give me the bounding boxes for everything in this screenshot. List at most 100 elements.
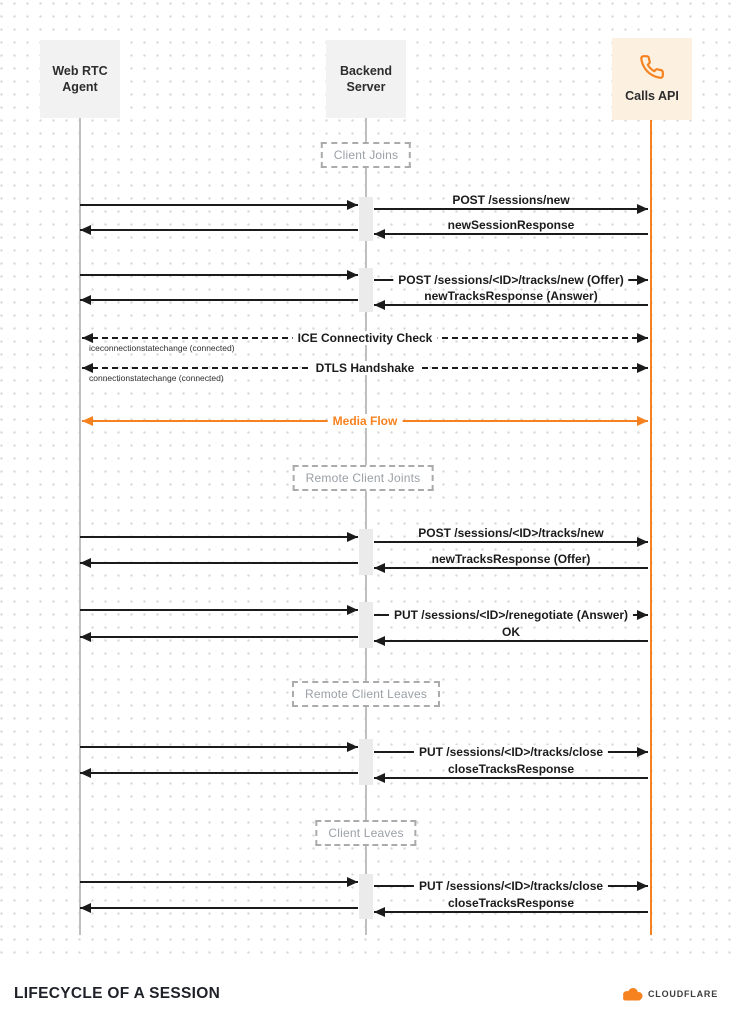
arrowhead-left (374, 229, 385, 239)
message-arrow (80, 631, 358, 643)
message-arrow: POST /sessions/<ID>/tracks/new (Offer) (374, 273, 648, 287)
message-arrow: POST /sessions/new (374, 193, 648, 215)
message-label: Media Flow (327, 414, 403, 428)
arrowhead-right (637, 537, 648, 547)
message-annotation: iceconnectionstatechange (connected) (89, 343, 235, 353)
cloudflare-cloud-icon (623, 987, 643, 1000)
message-label: PUT /sessions/<ID>/tracks/close (413, 879, 609, 893)
message-line (80, 536, 358, 538)
arrowhead-left (80, 558, 91, 568)
arrowhead-left (80, 225, 91, 235)
message-arrow: POST /sessions/<ID>/tracks/new (374, 526, 648, 548)
message-label: PUT /sessions/<ID>/renegotiate (Answer) (388, 608, 634, 622)
arrowhead-right (347, 200, 358, 210)
message-line (374, 567, 648, 569)
page-title: LIFECYCLE OF A SESSION (14, 984, 221, 1002)
arrowhead-right (637, 333, 648, 343)
message-label: newTracksResponse (Answer) (424, 289, 598, 303)
message-arrow (80, 224, 358, 236)
message-line (80, 609, 358, 611)
section-label: Client Leaves (315, 820, 417, 846)
section-label: Remote Client Joints (292, 465, 434, 491)
message-line (374, 304, 648, 306)
message-label: POST /sessions/<ID>/tracks/new (418, 526, 604, 540)
arrowhead-left (374, 636, 385, 646)
activation-bar (359, 874, 373, 919)
message-label: OK (502, 625, 520, 639)
message-annotation: connectionstatechange (connected) (89, 373, 224, 383)
message-arrow: newTracksResponse (Answer) (374, 289, 648, 311)
message-line (80, 562, 358, 564)
lifeline-calls-api (650, 120, 652, 935)
activation-bar (359, 197, 373, 241)
arrowhead-left (82, 363, 93, 373)
message-line (80, 772, 358, 774)
message-arrow: PUT /sessions/<ID>/tracks/close (374, 745, 648, 759)
arrowhead-left (374, 773, 385, 783)
message-line (80, 274, 358, 276)
message-line (374, 777, 648, 779)
participant-backend-server: Backend Server (326, 40, 406, 118)
arrowhead-left (80, 903, 91, 913)
message-arrow: newTracksResponse (Offer) (374, 552, 648, 574)
footer: LIFECYCLE OF A SESSION CLOUDFLARE (0, 962, 732, 1019)
arrowhead-right (347, 270, 358, 280)
arrowhead-left (374, 907, 385, 917)
arrowhead-right (347, 605, 358, 615)
message-line (374, 640, 648, 642)
arrowhead-left (374, 300, 385, 310)
participant-calls-api: Calls API (612, 38, 692, 120)
activation-bar (359, 529, 373, 575)
section-label: Client Joins (320, 142, 412, 168)
section-label: Remote Client Leaves (291, 681, 441, 707)
message-line (80, 746, 358, 748)
arrowhead-right (347, 742, 358, 752)
message-line (80, 299, 358, 301)
message-arrow: newSessionResponse (374, 218, 648, 240)
arrowhead-left (80, 295, 91, 305)
message-arrow (80, 294, 358, 306)
message-label: closeTracksResponse (447, 896, 575, 910)
participant-label: Calls API (625, 88, 679, 103)
message-line (374, 208, 648, 210)
message-label: newSessionResponse (447, 218, 575, 232)
message-arrow: PUT /sessions/<ID>/tracks/close (374, 879, 648, 893)
arrowhead-left (374, 563, 385, 573)
message-arrow: closeTracksResponse (374, 762, 648, 784)
brand-name: CLOUDFLARE (648, 988, 718, 999)
message-arrow (80, 876, 358, 888)
arrowhead-left (82, 416, 93, 426)
arrowhead-right (347, 877, 358, 887)
message-arrow: Media Flow (82, 414, 648, 428)
message-arrow: PUT /sessions/<ID>/renegotiate (Answer) (374, 608, 648, 622)
message-arrow: OK (374, 625, 648, 647)
message-label: POST /sessions/new (452, 193, 570, 207)
message-arrow (80, 604, 358, 616)
arrowhead-right (637, 275, 648, 285)
message-arrow (80, 767, 358, 779)
message-line (80, 204, 358, 206)
arrowhead-right (637, 881, 648, 891)
message-line (374, 233, 648, 235)
cloudflare-logo: CLOUDFLARE (621, 987, 718, 1001)
message-arrow: DTLS Handshake connectionstatechange (con… (82, 361, 648, 383)
participant-label: Backend (339, 63, 393, 78)
arrowhead-right (347, 532, 358, 542)
message-arrow (80, 557, 358, 569)
arrowhead-right (637, 416, 648, 426)
arrowhead-right (637, 610, 648, 620)
arrowhead-left (80, 768, 91, 778)
participant-label: Server (346, 80, 386, 94)
message-arrow (80, 269, 358, 281)
arrowhead-right (637, 204, 648, 214)
lifeline-webrtc-agent (79, 118, 81, 935)
arrowhead-right (637, 747, 648, 757)
participant-label: Web RTC (52, 63, 108, 78)
arrowhead-right (637, 363, 648, 373)
message-line (80, 636, 358, 638)
message-line (374, 541, 648, 543)
message-line (80, 229, 358, 231)
message-label: closeTracksResponse (447, 762, 575, 776)
message-label: DTLS Handshake (310, 361, 420, 375)
